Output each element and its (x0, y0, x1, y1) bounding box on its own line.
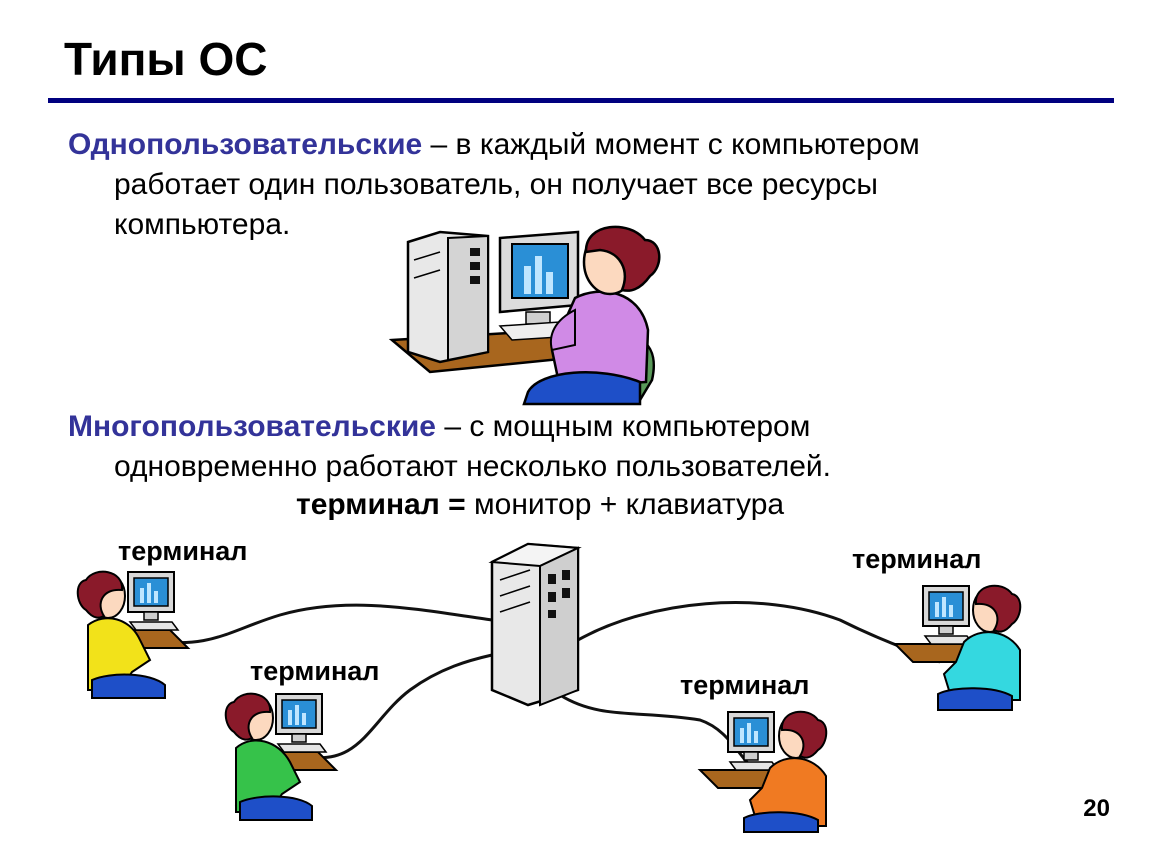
terminal-user-4 (894, 584, 1022, 711)
single-user-term: Однопользовательские (68, 128, 423, 161)
terminal-definition-term: терминал = (296, 488, 466, 521)
single-user-line1: – в каждый момент с компьютером (422, 128, 920, 161)
single-user-line2: работает один пользователь, он получает … (114, 168, 878, 201)
page-number: 20 (1083, 795, 1110, 822)
multi-user-line2: одновременно работают несколько пользова… (114, 450, 831, 483)
multi-user-paragraph: Многопользовательские – с мощным компьют… (68, 407, 1108, 487)
terminal-label-3: терминал (680, 670, 810, 700)
terminal-label-4: терминал (852, 544, 982, 574)
multi-user-term: Многопользовательские (68, 410, 436, 443)
terminal-user-2 (224, 692, 337, 821)
terminal-label-1: терминал (118, 536, 248, 566)
single-user-workstation (388, 225, 661, 406)
slide-title: Типы ОС (64, 33, 268, 85)
terminal-definition: терминал = монитор + клавиатура (296, 485, 784, 525)
terminal-user-1 (76, 570, 189, 699)
server-icon (488, 542, 582, 707)
multi-user-line1: – с мощным компьютером (435, 410, 811, 443)
single-user-paragraph: Однопользовательские – в каждый момент с… (68, 125, 1108, 245)
terminal-label-2: терминал (250, 656, 380, 686)
terminal-user-3 (699, 710, 828, 833)
terminal-definition-rest: монитор + клавиатура (465, 488, 785, 521)
single-user-line3: компьютера. (114, 208, 291, 241)
title-divider (48, 98, 1114, 103)
